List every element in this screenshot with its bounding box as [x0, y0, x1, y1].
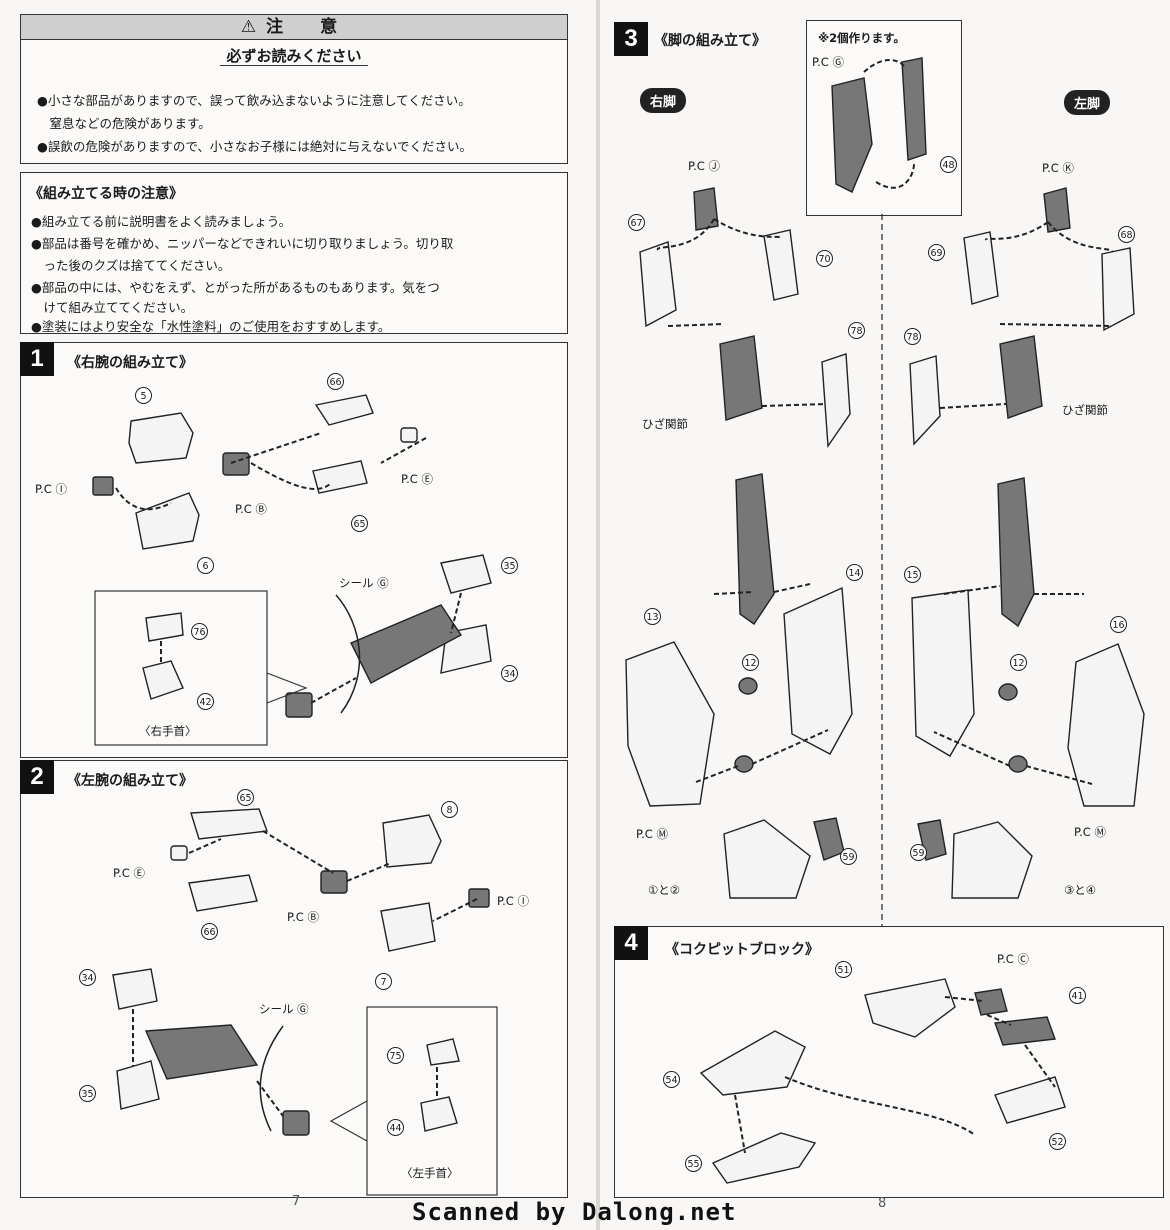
caution-line: 窒息などの危険があります。: [37, 116, 211, 131]
step3-title: 《脚の組み立て》: [654, 33, 766, 49]
part-number: 66: [201, 923, 218, 940]
pc-e-label: P.C Ⓔ: [113, 866, 145, 880]
left-leg-badge: 左脚: [1064, 90, 1111, 115]
part-number: 35: [79, 1085, 96, 1102]
note-line: ●部品の中には、やむをえず、とがった所があるものもあります。気をつ: [31, 280, 440, 295]
pc-b-label: P.C Ⓑ: [235, 502, 267, 516]
part-number: 54: [663, 1071, 680, 1088]
part-number: 48: [940, 156, 957, 173]
part-number: 51: [835, 961, 852, 978]
step4-title: 《コクピットブロック》: [665, 942, 819, 958]
part-number: 65: [351, 515, 368, 532]
warning-icon: ⚠: [240, 17, 257, 37]
step2-title: 《左腕の組み立て》: [67, 773, 193, 789]
part-number: 67: [628, 214, 645, 231]
part-number: 66: [327, 373, 344, 390]
part-number: 52: [1049, 1133, 1066, 1150]
left-wrist-label: 〈左手首〉: [401, 1166, 459, 1180]
pc-i-label: P.C Ⓘ: [497, 894, 529, 908]
part-number: 12: [742, 654, 759, 671]
note-line: けて組み立ててください。: [31, 300, 194, 315]
parts-1-and-2-label: ①と②: [648, 883, 681, 897]
note-line: ●塗装にはより安全な「水性塗料」のご使用をおすすめします。: [31, 319, 391, 334]
part-number: 7: [375, 973, 392, 990]
step1-title: 《右腕の組み立て》: [67, 355, 193, 371]
assembly-notes-box: 《組み立てる時の注意》 ●組み立てる前に説明書をよく読みましょう。 ●部品は番号…: [20, 172, 568, 334]
part-number: 16: [1110, 616, 1127, 633]
part-number: 69: [928, 244, 945, 261]
caution-title: ⚠注 意: [21, 15, 567, 40]
step4-panel: 4 《コクピットブロック》 51 41 54 52 55 P.C Ⓒ: [614, 926, 1164, 1198]
pc-g-inset: [806, 20, 962, 216]
part-number: 14: [846, 564, 863, 581]
part-number: 15: [904, 566, 921, 583]
part-number: 75: [387, 1047, 404, 1064]
pc-e-label: P.C Ⓔ: [401, 472, 433, 486]
part-number: 59: [840, 848, 857, 865]
left-arm-diagram: [112, 808, 498, 1196]
right-leg-badge: 右脚: [640, 88, 687, 113]
knee-joint-left-label: ひざ関節: [1062, 403, 1108, 417]
part-number: 65: [237, 789, 254, 806]
pc-j-label: P.C Ⓙ: [688, 159, 720, 173]
pc-b-label: P.C Ⓑ: [287, 910, 319, 924]
right-wrist-label: 〈右手首〉: [139, 724, 197, 738]
seal-g-label: シール Ⓖ: [259, 1002, 309, 1016]
step2-panel: 2 《左腕の組み立て》 65 8 66 7 34 35 75 44 P.C Ⓔ …: [20, 760, 568, 1198]
knee-joint-right-label: ひざ関節: [642, 417, 688, 431]
part-number: 44: [387, 1119, 404, 1136]
part-number: 13: [644, 608, 661, 625]
pc-m-right-label: P.C Ⓜ: [636, 827, 668, 841]
part-number: 76: [191, 623, 208, 640]
part-number: 8: [441, 801, 458, 818]
step3-number: 3: [614, 22, 648, 56]
part-number: 41: [1069, 987, 1086, 1004]
step1-number: 1: [20, 342, 54, 376]
part-number: 6: [197, 557, 214, 574]
note-line: ●組み立てる前に説明書をよく読みましょう。: [31, 214, 292, 229]
step4-number: 4: [614, 926, 648, 960]
caution-line: ●小さな部品がありますので、誤って飲み込まないように注意してください。: [37, 93, 471, 108]
part-number: 78: [848, 322, 865, 339]
parts-3-and-4-label: ③と④: [1064, 883, 1097, 897]
caution-line: ●誤飲の危険がありますので、小さなお子様には絶対に与えないでください。: [37, 139, 473, 154]
part-number: 34: [501, 665, 518, 682]
part-number: 34: [79, 969, 96, 986]
scan-credit: Scanned by Dalong.net: [412, 1198, 737, 1226]
caution-box: ⚠注 意 必ずお読みください ●小さな部品がありますので、誤って飲み込まないよう…: [20, 14, 568, 164]
pc-c-label: P.C Ⓒ: [997, 952, 1029, 966]
leg-assembly-diagram: [625, 57, 1145, 926]
part-number: 35: [501, 557, 518, 574]
step2-number: 2: [20, 760, 54, 794]
assembly-notes-title: 《組み立てる時の注意》: [29, 186, 183, 202]
step3-panel: 3 《脚の組み立て》 ※2個作ります。 右脚 左脚: [614, 14, 1164, 930]
part-number: 59: [910, 844, 927, 861]
pc-m-left-label: P.C Ⓜ: [1074, 825, 1106, 839]
part-number: 12: [1010, 654, 1027, 671]
part-number: 78: [904, 328, 921, 345]
note-line: ●部品は番号を確かめ、ニッパーなどできれいに切り取りましょう。切り取: [31, 236, 454, 251]
part-number: 5: [135, 387, 152, 404]
part-number: 68: [1118, 226, 1135, 243]
caution-subtitle: 必ずお読みください: [21, 45, 567, 66]
page-number-right: 8: [878, 1196, 887, 1211]
part-number: 55: [685, 1155, 702, 1172]
cockpit-block-diagram: [699, 978, 1066, 1184]
part-number: 42: [197, 693, 214, 710]
right-arm-diagram: [92, 394, 492, 746]
note-line: った後のクズは捨ててください。: [31, 258, 231, 273]
pc-k-label: P.C Ⓚ: [1042, 161, 1074, 175]
page-number-left: 7: [292, 1194, 301, 1209]
pc-i-label: P.C Ⓘ: [35, 482, 67, 496]
step1-panel: 1 《右腕の組み立て》 5 66 6 65 35 34 76 42 P.C Ⓘ …: [20, 342, 568, 758]
make-two-note: ※2個作ります。: [818, 31, 906, 45]
seal-g-label: シール Ⓖ: [339, 576, 389, 590]
pc-g-label: P.C Ⓖ: [812, 55, 844, 69]
page-gutter: [596, 0, 600, 1230]
part-number: 70: [816, 250, 833, 267]
